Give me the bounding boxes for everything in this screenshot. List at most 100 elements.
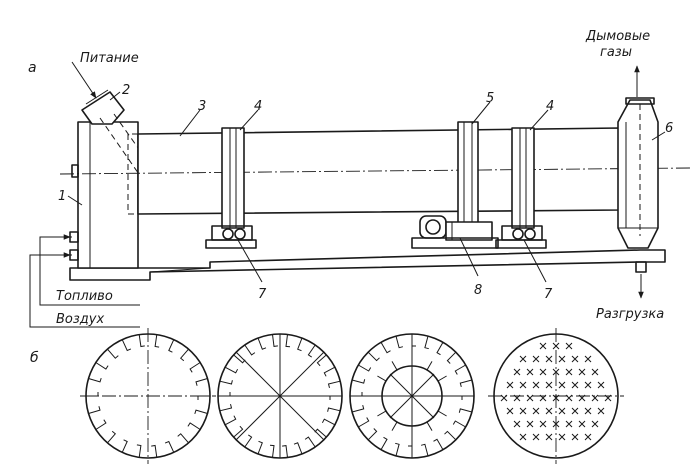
blade: [565, 342, 573, 350]
blade: [224, 366, 239, 374]
blade: [107, 430, 117, 444]
callout-4-right: 4: [546, 99, 554, 114]
blade: [88, 377, 102, 383]
blade: [539, 420, 547, 428]
blade: [224, 415, 237, 426]
blade: [272, 334, 278, 347]
callout-leaders: [67, 91, 666, 283]
blade: [329, 395, 342, 400]
blade: [107, 348, 119, 359]
feed-hopper: [81, 91, 125, 125]
section-cross-packing: [488, 328, 624, 464]
section-cellular: [349, 333, 475, 459]
blade: [282, 445, 288, 458]
blade: [233, 354, 246, 364]
blade: [578, 394, 586, 402]
blade: [500, 394, 508, 402]
callout-7-left: 7: [258, 287, 267, 302]
blade: [437, 375, 447, 382]
blade: [558, 407, 566, 415]
blade: [391, 361, 398, 371]
fuel-air-lines: [29, 234, 140, 328]
blade: [179, 348, 189, 362]
bandage-ring-right: [511, 127, 535, 229]
blade: [571, 433, 579, 441]
blade: [420, 443, 429, 457]
section-lifting-blades: [80, 328, 216, 464]
blade: [519, 433, 527, 441]
blade: [532, 381, 540, 389]
blade: [391, 421, 398, 431]
blade: [565, 368, 573, 376]
blade: [307, 344, 316, 358]
blade: [323, 366, 336, 377]
blade: [545, 381, 553, 389]
blade: [604, 394, 612, 402]
blade: [233, 425, 244, 438]
blade: [452, 420, 466, 428]
blade: [454, 364, 466, 375]
callout-5: 5: [486, 91, 494, 106]
callout-4-left: 4: [254, 99, 262, 114]
blade: [584, 433, 592, 441]
blade: [519, 381, 527, 389]
blade: [571, 407, 579, 415]
blade: [257, 440, 263, 455]
blade: [269, 444, 275, 458]
blade: [526, 420, 534, 428]
blade: [244, 434, 253, 448]
blade: [591, 368, 599, 376]
callout-7-right: 7: [544, 287, 553, 302]
blade: [459, 379, 473, 388]
blade: [552, 342, 560, 350]
panel-label-b: б: [30, 350, 39, 366]
blade: [539, 368, 547, 376]
callout-3: 3: [198, 99, 206, 114]
feed-label: Питание: [80, 51, 139, 66]
blade: [164, 440, 175, 453]
cross-sections: [80, 328, 624, 464]
discharge-chamber: [617, 99, 659, 249]
blade: [513, 394, 521, 402]
blade: [151, 444, 158, 458]
blade: [446, 351, 457, 364]
blade: [408, 445, 413, 458]
blade: [285, 334, 291, 348]
blade: [297, 337, 303, 352]
air-label: Воздух: [56, 312, 104, 327]
callout-2: 2: [122, 83, 130, 98]
blade: [367, 428, 378, 441]
blade: [532, 355, 540, 363]
gear-ring: [457, 121, 479, 235]
flue-gas-label-2: газы: [600, 45, 632, 60]
blade: [532, 407, 540, 415]
blade: [168, 339, 175, 353]
blade: [519, 407, 527, 415]
bandage-ring-left: [221, 127, 245, 229]
blade: [377, 375, 387, 382]
callout-8: 8: [474, 283, 482, 298]
blade: [552, 394, 560, 402]
arrow-icon: [71, 61, 97, 99]
blade: [424, 335, 429, 350]
blade: [545, 355, 553, 363]
blade: [571, 355, 579, 363]
blade: [597, 381, 605, 389]
blade: [411, 334, 416, 347]
blade: [121, 339, 132, 352]
blade: [136, 444, 142, 458]
blade: [395, 335, 404, 349]
dryer-assembly: [59, 89, 691, 281]
blade: [506, 407, 514, 415]
blade: [380, 436, 388, 450]
blade: [189, 362, 201, 373]
blade: [327, 380, 341, 389]
blade: [377, 410, 387, 417]
blade: [314, 428, 327, 438]
blade: [558, 433, 566, 441]
blade: [433, 438, 444, 450]
callout-6: 6: [665, 121, 673, 136]
blade: [218, 392, 231, 397]
blade: [584, 355, 592, 363]
blade: [591, 394, 599, 402]
